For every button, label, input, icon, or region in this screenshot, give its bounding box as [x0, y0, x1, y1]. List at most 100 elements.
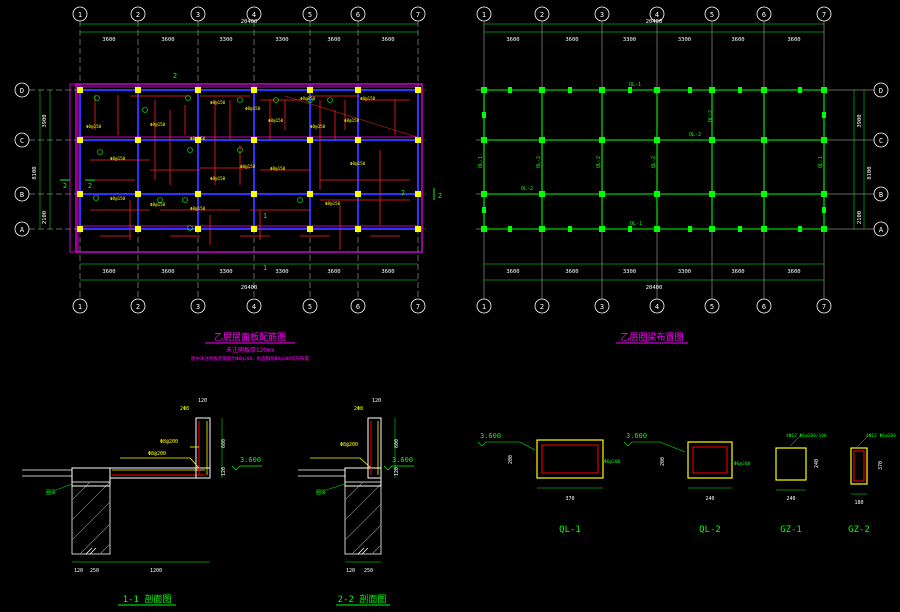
panel-marker [157, 197, 163, 203]
rebar-label: Φ8@150 [86, 124, 102, 129]
detail-ql-1-w: 370 [565, 496, 574, 502]
column-tick [688, 87, 692, 93]
dim-side: 3900 [857, 114, 863, 127]
rebar-label: Φ8@150 [310, 124, 326, 129]
rebar-label: Φ8@150 [150, 202, 166, 207]
plan-left-labels: 乙层层面板配筋图 未注明板厚120mm 图中未注明板底钢筋为Φ8@200，板面钢… [191, 331, 310, 362]
grid-number-top: 4 [655, 11, 659, 19]
dim-bottom: 3600 [381, 269, 394, 275]
grid-number-bottom: 5 [710, 303, 714, 311]
dim-top: 3300 [623, 37, 636, 43]
panel-marker [97, 149, 103, 155]
grid-number-bottom: 1 [78, 303, 82, 311]
grid-number-bottom: 4 [655, 303, 659, 311]
dim-top: 3300 [678, 37, 691, 43]
column-tick [738, 87, 742, 93]
grid-number-bottom: 7 [822, 303, 826, 311]
slab-edge [69, 83, 79, 253]
construction-column [761, 226, 767, 232]
panel-marker [327, 97, 333, 103]
section-1-dim-slab: 120 [221, 467, 227, 476]
section-mark: 1 [263, 212, 267, 220]
section-2-dim-slab: 120 [394, 467, 400, 476]
dim-bottom: 3300 [275, 269, 288, 275]
column [195, 226, 201, 232]
construction-column [761, 87, 767, 93]
column [307, 191, 313, 197]
dim-bottom: 3600 [565, 269, 578, 275]
section-2-rebar-1: Φ8@200 [340, 442, 358, 448]
panel-marker [237, 97, 243, 103]
grid-letter: C [20, 137, 24, 145]
section-2-dim-top: 120 [372, 398, 381, 404]
grid-letter: C [879, 137, 883, 145]
construction-column [599, 191, 605, 197]
section-mark: 2 [88, 182, 92, 190]
grid-letter: A [20, 226, 25, 234]
panel-marker [297, 197, 303, 203]
grid-number-bottom: 3 [196, 303, 200, 311]
construction-column [539, 137, 545, 143]
section-1-title: 1-1 剖面图 [123, 593, 172, 605]
dim-total-top: 20400 [241, 19, 258, 25]
construction-column [654, 87, 660, 93]
detail-gz-1-w: 240 [786, 496, 795, 502]
section-1-rebar-1: Φ8@200 [160, 439, 178, 445]
section-1-dim-b2: 250 [90, 568, 99, 574]
column [415, 137, 421, 143]
column [77, 226, 83, 232]
plan-right-labels: 乙层圈梁布置图 [616, 331, 688, 344]
section-mark: 2 [401, 189, 405, 197]
detail-ql-1: 3.600 Φ6@200 200 370 QL-1 [477, 432, 621, 535]
detail-ql-1-note: Φ6@200 [604, 459, 621, 465]
column [251, 137, 257, 143]
construction-column [599, 87, 605, 93]
plan-left-title: 乙层层面板配筋图 [214, 331, 286, 343]
construction-column [709, 226, 715, 232]
rebar-label: Φ8@150 [344, 118, 360, 123]
panel-marker [185, 95, 191, 101]
column-tick [568, 226, 572, 232]
column [195, 87, 201, 93]
plan-left-note1: 未注明板厚120mm [226, 346, 274, 354]
detail-ql-1-level: 3.600 [480, 432, 501, 440]
grid-letter: A [879, 226, 884, 234]
detail-ql-2-h: 200 [660, 457, 666, 466]
detail-gz-1-h: 240 [814, 459, 820, 468]
section-2-title: 2-2 剖面图 [338, 593, 387, 605]
column [135, 191, 141, 197]
rebar-label: Φ8@150 [270, 166, 286, 171]
column-tick [628, 226, 632, 232]
column-tick [508, 226, 512, 232]
column-tick [798, 87, 802, 93]
panel-marker [182, 197, 188, 203]
beam-label: QL-2 [708, 110, 714, 122]
column [77, 191, 83, 197]
grid-number-top: 5 [308, 11, 312, 19]
column-tick [482, 207, 486, 213]
dim-top: 3600 [381, 37, 394, 43]
construction-column [821, 191, 827, 197]
construction-column [709, 191, 715, 197]
section-1-small: 2Φ8 [180, 406, 189, 412]
column [307, 226, 313, 232]
grid-number-top: 6 [762, 11, 766, 19]
detail-gz-2-note: 4Φ12 Φ6@200 [866, 433, 896, 439]
dim-top: 3600 [102, 37, 115, 43]
beam-label: QL-1 [629, 82, 641, 88]
panel-marker [187, 225, 193, 231]
grid-number-bottom: 1 [482, 303, 486, 311]
column [77, 87, 83, 93]
column-tick [798, 226, 802, 232]
column [355, 191, 361, 197]
grid-bubble-bottom [72, 298, 88, 314]
grid-number-bottom: 5 [308, 303, 312, 311]
grid-bubble-bottom [130, 298, 146, 314]
panel-marker [307, 97, 313, 103]
dim-top: 3600 [161, 37, 174, 43]
dim-top: 3600 [327, 37, 340, 43]
section-1-dim-b3: 1200 [150, 568, 162, 574]
panel-marker [142, 107, 148, 113]
